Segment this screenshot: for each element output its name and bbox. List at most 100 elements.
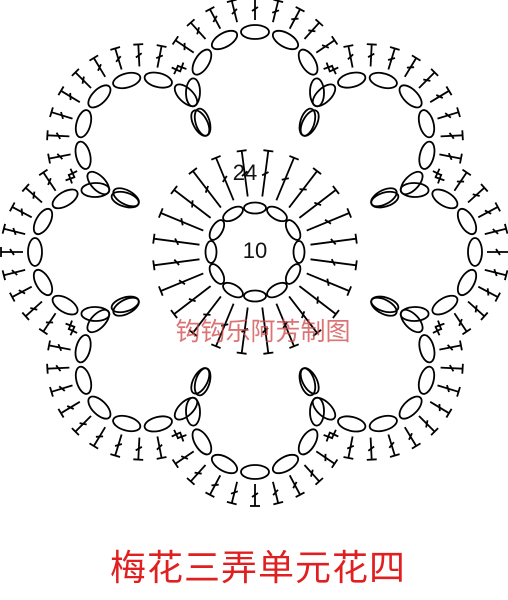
double-crochet-stitch [288,295,322,337]
double-crochet-stitch [315,450,339,469]
watermark-text: 钩钩乐阿芳制图 [175,317,350,346]
double-crochet-stitch [0,247,23,257]
double-crochet-stitch [288,6,305,30]
double-crochet-stitch [71,68,92,89]
double-crochet-stitch [298,185,340,219]
double-crochet-stitch [188,295,222,337]
double-crochet-stitch [310,258,358,271]
double-crochet-stitch [21,300,43,321]
double-crochet-stitch [171,450,195,469]
chain-stitch [418,140,436,170]
double-crochet-stitch [366,437,377,461]
chain-stitch [370,295,400,314]
chain-stitch [110,190,140,209]
chain-stitch [398,84,423,109]
double-crochet-stitch [226,481,239,506]
single-crochet-stitch [432,325,443,336]
chain-stitch [74,365,93,395]
single-crochet-stitch [328,64,339,75]
chain-stitch [222,281,244,299]
double-crochet-stitch [152,233,200,246]
double-crochet-stitch [315,35,339,54]
double-crochet-stitch [89,426,106,450]
double-crochet-stitch [271,0,284,23]
chain-stitch [399,308,424,334]
double-crochet-stitch [49,384,73,397]
double-crochet-stitch [155,44,167,68]
chain-stitch [112,71,142,90]
double-crochet-stitch [210,155,235,201]
petal [46,295,212,461]
double-crochet-stitch [261,149,274,197]
chain-stitch [87,84,112,109]
double-crochet-stitch [38,312,57,336]
double-crochet-stitch [205,474,222,498]
chain-stitch [87,395,112,420]
double-crochet-stitch [47,153,71,164]
double-crochet-stitch [205,6,222,30]
double-crochet-stitch [188,167,222,209]
double-crochet-stitch [250,484,260,507]
double-crochet-stitch [47,340,71,352]
double-crochet-stitch [1,223,26,236]
round-two-count: 24 [233,160,257,185]
chain-stitch [240,464,270,480]
double-crochet-stitch [484,223,508,235]
double-crochet-stitch [186,18,207,40]
chain-stitch [431,294,459,316]
petal-layer [0,0,508,507]
chain-stitch [191,428,213,456]
chain-stitch [86,170,111,196]
inner-round-layer [152,149,358,355]
double-crochet-stitch [306,207,352,232]
double-crochet-stitch [288,167,322,209]
chain-stitch [298,367,317,397]
single-crochet-stitch [434,173,445,184]
double-crochet-stitch [272,481,284,506]
chain-stitch [32,207,54,236]
double-crochet-stitch [251,0,259,20]
chain-stitch [243,289,267,303]
double-crochet-stitch [71,415,92,436]
double-crochet-stitch [210,303,235,349]
double-crochet-stitch [133,43,144,67]
double-crochet-stitch [152,258,200,271]
chain-stitch [399,182,430,198]
double-crochet-stitch [387,46,400,70]
double-crochet-stitch [186,464,207,486]
double-crochet-stitch [21,183,43,204]
chain-stitch [204,240,218,264]
double-crochet-stitch [288,474,305,498]
double-crochet-stitch [303,464,324,486]
chain-stitch [271,453,300,475]
chain-stitch [297,428,319,456]
chain-stitch [298,107,317,137]
double-crochet-stitch [9,285,33,302]
chain-stitch [74,109,93,139]
double-crochet-stitch [453,312,472,336]
chain-stitch [193,107,212,137]
chain-stitch [266,205,288,223]
chain-stitch [337,71,367,89]
double-crochet-stitch [49,107,73,120]
double-crochet-stitch [439,152,463,164]
chain-stitch [417,109,436,139]
chain-stitch [173,83,199,108]
chain-stitch [417,365,436,395]
double-crochet-stitch [110,434,123,458]
chain-stitch [284,219,302,241]
chain-stitch [456,207,478,236]
chain-stitch [208,219,226,241]
chain-stitch [368,71,398,90]
double-crochet-stitch [467,183,489,204]
chain-stitch [210,453,239,475]
double-crochet-stitch [57,86,81,103]
chain-stitch [240,24,270,40]
double-crochet-stitch [298,285,340,319]
chain-stitch [284,263,302,285]
center-ring-count: 10 [243,238,267,263]
double-crochet-stitch [38,168,57,192]
double-crochet-stitch [437,107,461,120]
double-crochet-stitch [158,207,204,232]
